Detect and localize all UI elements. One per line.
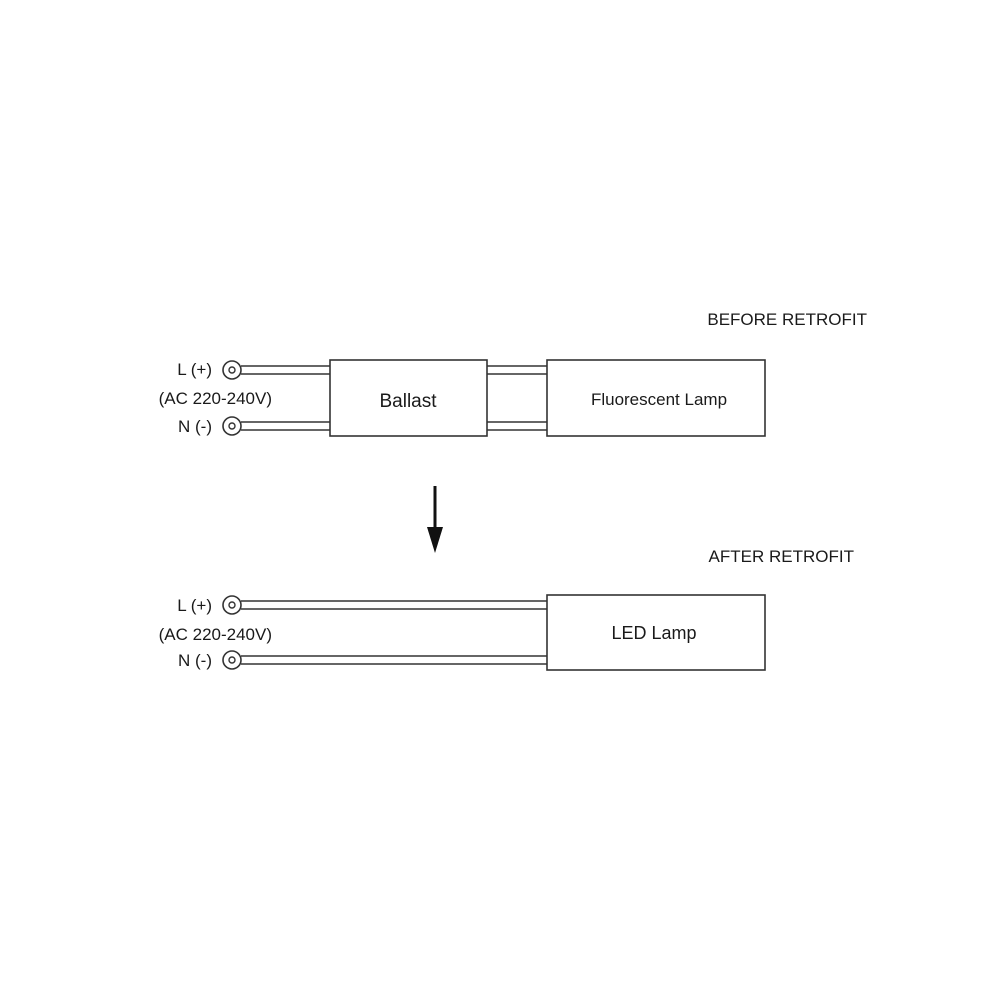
before-wire-l <box>241 365 330 375</box>
ballast-lamp-wire-bottom <box>487 421 547 431</box>
ballast-box <box>329 359 488 437</box>
after-n-label: N (-) <box>178 651 212 670</box>
terminal-icon <box>222 650 242 670</box>
before-wire-n <box>241 421 330 431</box>
led-lamp-label: LED Lamp <box>611 623 696 643</box>
fluorescent-lamp-label: Fluorescent Lamp <box>591 390 727 409</box>
before-title: BEFORE RETROFIT <box>707 310 867 329</box>
before-l-label: L (+) <box>177 360 212 379</box>
ballast-lamp-wire-top <box>487 365 547 375</box>
after-wire-l <box>241 600 547 610</box>
before-ac-label: (AC 220-240V) <box>159 389 272 408</box>
after-ac-label: (AC 220-240V) <box>159 625 272 644</box>
terminal-icon <box>222 360 242 380</box>
ballast-label: Ballast <box>379 391 437 412</box>
after-l-label: L (+) <box>177 596 212 615</box>
terminal-icon <box>222 416 242 436</box>
after-wire-n <box>241 655 547 665</box>
fluorescent-lamp-box <box>546 359 766 437</box>
arrow-down-icon <box>427 486 443 553</box>
after-title: AFTER RETROFIT <box>709 547 854 566</box>
before-n-label: N (-) <box>178 417 212 436</box>
terminal-icon <box>222 595 242 615</box>
led-lamp-box <box>546 594 766 671</box>
